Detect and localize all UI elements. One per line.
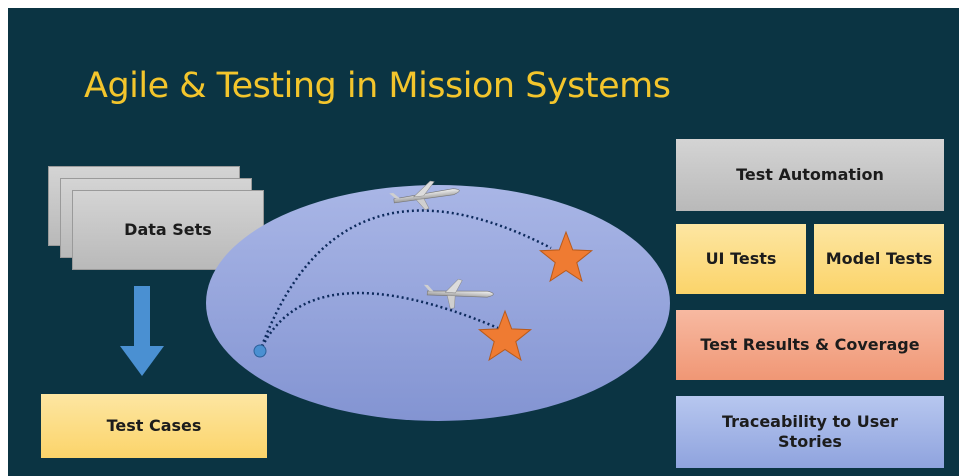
test-automation-box: Test Automation bbox=[676, 139, 944, 211]
data-sets-box: Data Sets bbox=[72, 190, 264, 270]
missile-icon bbox=[389, 180, 460, 211]
data-sets-label: Data Sets bbox=[124, 220, 212, 239]
mission-diagram bbox=[206, 180, 670, 421]
slide-title: Agile & Testing in Mission Systems bbox=[84, 66, 671, 106]
mission-area-ellipse bbox=[206, 185, 670, 421]
traceability-label: Traceability to User Stories bbox=[722, 412, 898, 451]
traceability-box: Traceability to User Stories bbox=[676, 396, 944, 468]
trajectory-upper bbox=[258, 209, 552, 352]
test-results-box: Test Results & Coverage bbox=[676, 310, 944, 380]
ui-tests-label: UI Tests bbox=[705, 249, 777, 268]
test-results-label: Test Results & Coverage bbox=[700, 335, 920, 354]
missile-icon bbox=[423, 278, 494, 309]
down-arrow-icon bbox=[120, 286, 164, 376]
star-icon bbox=[538, 230, 594, 283]
slide: Agile & Testing in Mission Systems Data … bbox=[8, 8, 959, 476]
model-tests-label: Model Tests bbox=[825, 249, 933, 268]
launch-point-icon bbox=[253, 344, 267, 358]
test-automation-label: Test Automation bbox=[736, 165, 884, 184]
trajectory-lower bbox=[258, 291, 499, 352]
ui-tests-box: UI Tests bbox=[676, 224, 806, 294]
model-tests-box: Model Tests bbox=[814, 224, 944, 294]
test-cases-box: Test Cases bbox=[41, 394, 267, 458]
test-cases-label: Test Cases bbox=[106, 416, 202, 435]
star-icon bbox=[477, 309, 533, 362]
